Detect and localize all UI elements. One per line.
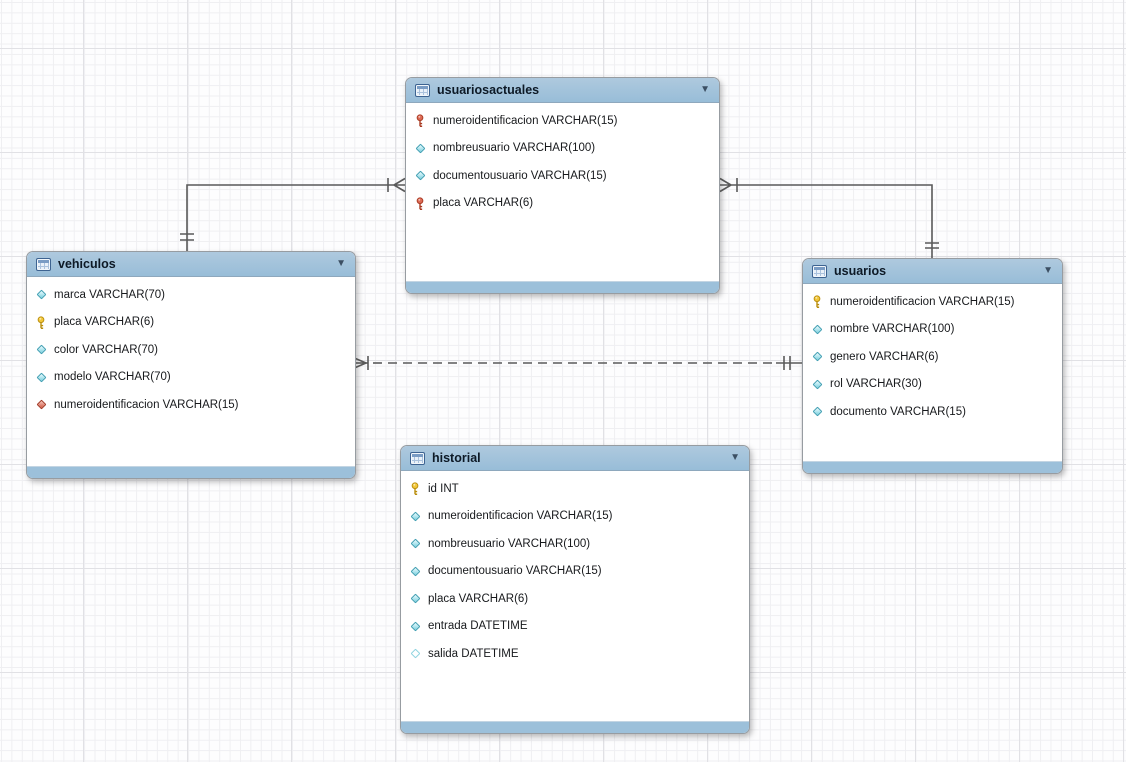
table-footer — [406, 281, 719, 293]
column-notnull-icon — [811, 322, 823, 336]
column-row[interactable]: nombreusuario VARCHAR(100) — [414, 135, 711, 163]
relationship-usuarios-vehiculos[interactable] — [351, 356, 802, 370]
column-notnull-icon — [409, 537, 421, 551]
table-usuarios[interactable]: usuarios ▼ numeroidentificacion VARCHAR(… — [802, 258, 1063, 474]
column-label: salida DATETIME — [428, 647, 519, 660]
collapse-arrow-icon[interactable]: ▼ — [1043, 265, 1053, 276]
column-row[interactable]: id INT — [409, 475, 741, 503]
table-footer — [27, 466, 355, 478]
relationship-usuarios-usuariosactuales[interactable] — [719, 177, 939, 258]
column-row[interactable]: numeroidentificacion VARCHAR(15) — [811, 288, 1054, 316]
column-row[interactable]: nombreusuario VARCHAR(100) — [409, 530, 741, 558]
column-row[interactable]: placa VARCHAR(6) — [409, 585, 741, 613]
table-columns: marca VARCHAR(70) placa VARCHAR(6) color V… — [27, 277, 355, 466]
table-header[interactable]: historial ▼ — [401, 446, 749, 471]
collapse-arrow-icon[interactable]: ▼ — [730, 452, 740, 463]
column-label: nombre VARCHAR(100) — [830, 323, 955, 336]
column-label: id INT — [428, 482, 459, 495]
column-row[interactable]: documento VARCHAR(15) — [811, 398, 1054, 426]
column-notnull-icon — [409, 564, 421, 578]
column-label: entrada DATETIME — [428, 620, 528, 633]
table-vehiculos[interactable]: vehiculos ▼ marca VARCHAR(70) placa VARCH… — [26, 251, 356, 479]
column-row[interactable]: genero VARCHAR(6) — [811, 343, 1054, 371]
table-title: historial — [432, 451, 481, 465]
table-header[interactable]: usuarios ▼ — [803, 259, 1062, 284]
table-columns: id INT numeroidentificacion VARCHAR(15) no… — [401, 471, 749, 721]
column-notnull-icon — [409, 619, 421, 633]
column-row[interactable]: placa VARCHAR(6) — [414, 190, 711, 218]
column-row[interactable]: rol VARCHAR(30) — [811, 371, 1054, 399]
column-label: placa VARCHAR(6) — [433, 197, 534, 210]
column-label: rol VARCHAR(30) — [830, 378, 922, 391]
column-notnull-icon — [35, 370, 47, 384]
primary-key-icon — [35, 315, 47, 329]
column-notnull-icon — [409, 509, 421, 523]
column-row[interactable]: numeroidentificacion VARCHAR(15) — [35, 391, 347, 419]
primary-key-icon — [811, 295, 823, 309]
table-icon — [812, 264, 827, 278]
collapse-arrow-icon[interactable]: ▼ — [700, 84, 710, 95]
primary-key-icon — [409, 482, 421, 496]
column-row[interactable]: salida DATETIME — [409, 640, 741, 668]
column-label: nombreusuario VARCHAR(100) — [428, 537, 591, 550]
column-notnull-icon — [811, 405, 823, 419]
column-notnull-icon — [811, 377, 823, 391]
table-title: vehiculos — [58, 257, 116, 271]
column-label: numeroidentificacion VARCHAR(15) — [433, 114, 618, 127]
table-usuariosactuales[interactable]: usuariosactuales ▼ numeroidentificacion … — [405, 77, 720, 294]
column-label: genero VARCHAR(6) — [830, 350, 939, 363]
column-label: placa VARCHAR(6) — [428, 592, 529, 605]
column-row[interactable]: documentousuario VARCHAR(15) — [414, 162, 711, 190]
column-label: numeroidentificacion VARCHAR(15) — [830, 295, 1015, 308]
column-label: numeroidentificacion VARCHAR(15) — [428, 510, 613, 523]
column-notnull-icon — [409, 592, 421, 606]
column-row[interactable]: numeroidentificacion VARCHAR(15) — [414, 107, 711, 135]
column-row[interactable]: color VARCHAR(70) — [35, 336, 347, 364]
column-notnull-icon — [811, 350, 823, 364]
table-header[interactable]: vehiculos ▼ — [27, 252, 355, 277]
column-label: nombreusuario VARCHAR(100) — [433, 142, 596, 155]
primary-foreign-key-icon — [414, 114, 426, 128]
collapse-arrow-icon[interactable]: ▼ — [336, 258, 346, 269]
table-columns: numeroidentificacion VARCHAR(15) nombre V… — [803, 284, 1062, 461]
table-icon — [36, 257, 51, 271]
table-columns: numeroidentificacion VARCHAR(15) nombreus… — [406, 103, 719, 281]
table-footer — [401, 721, 749, 733]
column-row[interactable]: placa VARCHAR(6) — [35, 309, 347, 337]
table-title: usuarios — [834, 264, 887, 278]
column-label: documentousuario VARCHAR(15) — [428, 565, 602, 578]
column-notnull-icon — [414, 141, 426, 155]
column-label: color VARCHAR(70) — [54, 343, 158, 356]
column-label: documento VARCHAR(15) — [830, 405, 966, 418]
column-row[interactable]: nombre VARCHAR(100) — [811, 316, 1054, 344]
table-icon — [415, 83, 430, 97]
relationship-vehiculos-usuariosactuales[interactable] — [180, 177, 406, 251]
foreign-key-icon — [35, 398, 47, 412]
column-row[interactable]: modelo VARCHAR(70) — [35, 364, 347, 392]
column-nullable-icon — [409, 647, 421, 661]
table-footer — [803, 461, 1062, 473]
column-row[interactable]: marca VARCHAR(70) — [35, 281, 347, 309]
column-row[interactable]: numeroidentificacion VARCHAR(15) — [409, 503, 741, 531]
column-row[interactable]: documentousuario VARCHAR(15) — [409, 558, 741, 586]
column-notnull-icon — [35, 288, 47, 302]
table-title: usuariosactuales — [437, 83, 540, 97]
column-notnull-icon — [414, 169, 426, 183]
column-label: documentousuario VARCHAR(15) — [433, 169, 607, 182]
table-icon — [410, 451, 425, 465]
primary-foreign-key-icon — [414, 196, 426, 210]
column-notnull-icon — [35, 343, 47, 357]
table-header[interactable]: usuariosactuales ▼ — [406, 78, 719, 103]
column-label: placa VARCHAR(6) — [54, 316, 155, 329]
table-historial[interactable]: historial ▼ id INT numeroidentificacion V… — [400, 445, 750, 734]
column-row[interactable]: entrada DATETIME — [409, 613, 741, 641]
column-label: marca VARCHAR(70) — [54, 288, 165, 301]
column-label: numeroidentificacion VARCHAR(15) — [54, 398, 239, 411]
column-label: modelo VARCHAR(70) — [54, 371, 171, 384]
